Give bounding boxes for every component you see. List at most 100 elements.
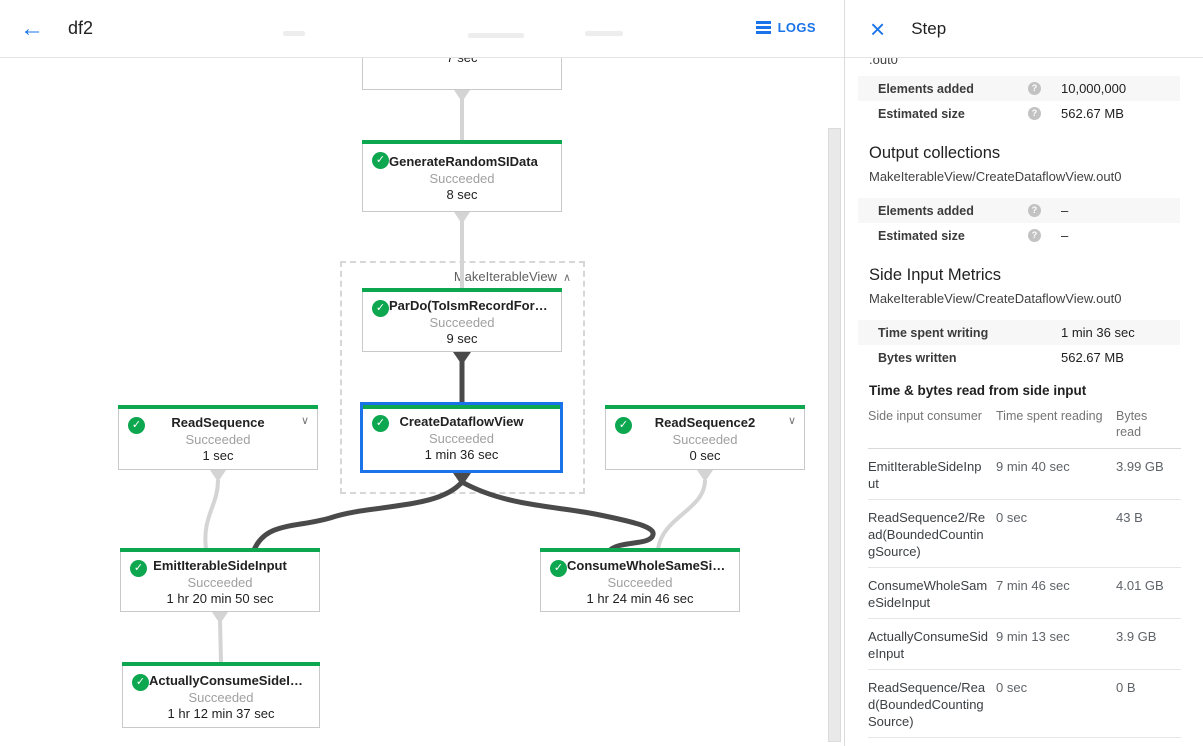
node-status: Succeeded bbox=[607, 575, 673, 590]
pipeline-graph-canvas[interactable]: MakeIterableView ∧ bbox=[0, 58, 844, 746]
step-details-panel: × Step .out0 Elements added ? 10,000,000… bbox=[844, 0, 1203, 746]
logs-button[interactable]: LOGS bbox=[755, 19, 816, 36]
node-status: Succeeded bbox=[187, 575, 253, 590]
group-label-makeiterableview[interactable]: MakeIterableView ∧ bbox=[454, 269, 571, 284]
graph-vertical-scrollbar[interactable] bbox=[828, 128, 841, 742]
faded-text-artifact bbox=[585, 31, 623, 36]
graph-node-clipped-top[interactable]: ✓ Succeeded 7 sec bbox=[362, 58, 562, 90]
graph-node-consumewholesamesideinput[interactable]: ✓ ConsumeWholeSameSi… Succeeded 1 hr 24 … bbox=[540, 548, 740, 612]
metric-value: 1 min 36 sec bbox=[1061, 325, 1135, 340]
close-icon[interactable]: × bbox=[870, 13, 886, 44]
time-cell: 0 sec bbox=[996, 680, 1028, 695]
job-header: ← df2 LOGS bbox=[0, 0, 844, 58]
metric-row: Bytes written 562.67 MB bbox=[858, 345, 1180, 370]
back-arrow-icon[interactable]: ← bbox=[20, 14, 44, 42]
metric-value: – bbox=[1061, 203, 1069, 218]
node-title: ActuallyConsumeSideI… bbox=[149, 673, 303, 688]
node-duration: 9 sec bbox=[446, 331, 478, 346]
side-input-table: Side input consumer Time spent reading B… bbox=[868, 406, 1181, 738]
node-duration: 1 sec bbox=[202, 448, 234, 463]
table-row: ActuallyConsumeSideInput 9 min 13 sec 3.… bbox=[868, 619, 1181, 670]
table-row: ReadSequence/Read(BoundedCountingSource)… bbox=[868, 670, 1181, 738]
node-status-bar bbox=[605, 405, 805, 409]
node-status-bar bbox=[363, 405, 560, 409]
metric-label: Estimated size bbox=[878, 228, 965, 243]
side-input-collection-name: MakeIterableView/CreateDataflowView.out0 bbox=[869, 291, 1122, 306]
bytes-cell: 4.01 GB bbox=[1116, 578, 1164, 593]
node-status: Succeeded bbox=[188, 690, 254, 705]
node-status-bar bbox=[118, 405, 318, 409]
step-panel-body[interactable]: .out0 Elements added ? 10,000,000 Estima… bbox=[845, 58, 1203, 746]
metric-value: 10,000,000 bbox=[1061, 81, 1127, 96]
check-circle-icon: ✓ bbox=[132, 674, 149, 691]
chevron-up-icon[interactable]: ∧ bbox=[562, 272, 571, 284]
table-header-row: Side input consumer Time spent reading B… bbox=[868, 406, 1181, 449]
node-status-bar bbox=[122, 662, 320, 666]
consumer-cell: ActuallyConsumeSideInput bbox=[868, 629, 988, 661]
node-title: CreateDataflowView bbox=[399, 414, 524, 429]
bytes-cell: 3.99 GB bbox=[1116, 459, 1164, 474]
node-title: GenerateRandomSIData bbox=[389, 154, 538, 169]
time-cell: 9 min 40 sec bbox=[996, 459, 1070, 474]
output-metric-rows: Elements added ? – Estimated size ? – bbox=[845, 198, 1203, 248]
node-duration: 1 hr 12 min 37 sec bbox=[167, 706, 275, 721]
metric-row: Estimated size ? 562.67 MB bbox=[858, 101, 1180, 126]
node-duration: 7 sec bbox=[363, 58, 561, 65]
time-cell: 7 min 46 sec bbox=[996, 578, 1070, 593]
side-input-metrics-heading: Side Input Metrics bbox=[869, 266, 1002, 284]
step-panel-header: × Step bbox=[845, 0, 1203, 58]
clipped-collection-name: .out0 bbox=[869, 58, 898, 67]
consumer-cell: ReadSequence/Read(BoundedCountingSource) bbox=[868, 680, 986, 729]
faded-text-artifact bbox=[468, 33, 524, 38]
node-status-bar bbox=[362, 140, 562, 144]
metric-label: Estimated size bbox=[878, 106, 965, 121]
job-title: df2 bbox=[68, 18, 94, 38]
consumer-cell: ConsumeWholeSameSideInput bbox=[868, 578, 988, 610]
graph-node-createdataflowview-selected[interactable]: ✓ CreateDataflowView Succeeded 1 min 36 … bbox=[360, 402, 563, 473]
column-header: Time spent reading bbox=[996, 409, 1103, 423]
output-collections-heading: Output collections bbox=[869, 144, 1001, 162]
metric-value: – bbox=[1061, 228, 1069, 243]
column-header: Side input consumer bbox=[868, 409, 982, 423]
bytes-cell: 0 B bbox=[1116, 680, 1136, 695]
check-circle-icon: ✓ bbox=[128, 417, 145, 434]
metric-label: Elements added bbox=[878, 203, 974, 218]
graph-node-emititerablesideinput[interactable]: ✓ EmitIterableSideInput Succeeded 1 hr 2… bbox=[120, 548, 320, 612]
metric-value: 562.67 MB bbox=[1061, 106, 1124, 121]
help-icon[interactable]: ? bbox=[1028, 204, 1041, 217]
consumer-cell: EmitIterableSideInput bbox=[868, 459, 982, 491]
check-circle-icon: ✓ bbox=[372, 152, 389, 169]
table-row: EmitIterableSideInput 9 min 40 sec 3.99 … bbox=[868, 449, 1181, 500]
table-row: ConsumeWholeSameSideInput 7 min 46 sec 4… bbox=[868, 568, 1181, 619]
side-input-metric-rows: Time spent writing 1 min 36 sec Bytes wr… bbox=[845, 320, 1203, 370]
table-row: ReadSequence2/Read(BoundedCountingSource… bbox=[868, 500, 1181, 568]
graph-node-readsequence2[interactable]: ✓ ReadSequence2 ∨ Succeeded 0 sec bbox=[605, 405, 805, 470]
node-status-bar bbox=[540, 548, 740, 552]
node-status: Succeeded bbox=[672, 432, 738, 447]
metric-row: Elements added ? 10,000,000 bbox=[858, 76, 1180, 101]
chevron-down-icon[interactable]: ∨ bbox=[300, 415, 309, 427]
check-circle-icon: ✓ bbox=[130, 560, 147, 577]
node-status-bar bbox=[362, 288, 562, 292]
group-label-text: MakeIterableView bbox=[453, 269, 557, 284]
node-duration: 1 min 36 sec bbox=[424, 447, 499, 462]
node-status: Succeeded bbox=[185, 432, 251, 447]
step-panel-title: Step bbox=[911, 18, 947, 38]
logs-icon bbox=[755, 19, 771, 36]
graph-node-generaterandomsidata[interactable]: ✓ GenerateRandomSIData Succeeded 8 sec bbox=[362, 140, 562, 212]
bytes-cell: 43 B bbox=[1116, 510, 1143, 525]
chevron-down-icon[interactable]: ∨ bbox=[787, 415, 796, 427]
help-icon[interactable]: ? bbox=[1028, 82, 1041, 95]
metric-row: Estimated size ? – bbox=[858, 223, 1180, 248]
help-icon[interactable]: ? bbox=[1028, 107, 1041, 120]
help-icon[interactable]: ? bbox=[1028, 229, 1041, 242]
graph-node-actuallyconsumesideinput[interactable]: ✓ ActuallyConsumeSideI… Succeeded 1 hr 1… bbox=[122, 662, 320, 728]
check-circle-icon: ✓ bbox=[372, 300, 389, 317]
node-duration: 1 hr 20 min 50 sec bbox=[166, 591, 274, 606]
graph-node-pardo-toismrecord[interactable]: ✓ ParDo(ToIsmRecordFor… Succeeded 9 sec bbox=[362, 288, 562, 352]
graph-node-readsequence[interactable]: ✓ ReadSequence ∨ Succeeded 1 sec bbox=[118, 405, 318, 470]
input-metric-rows: Elements added ? 10,000,000 Estimated si… bbox=[845, 76, 1203, 126]
column-header: Bytes read bbox=[1116, 409, 1148, 439]
node-duration: 0 sec bbox=[689, 448, 721, 463]
